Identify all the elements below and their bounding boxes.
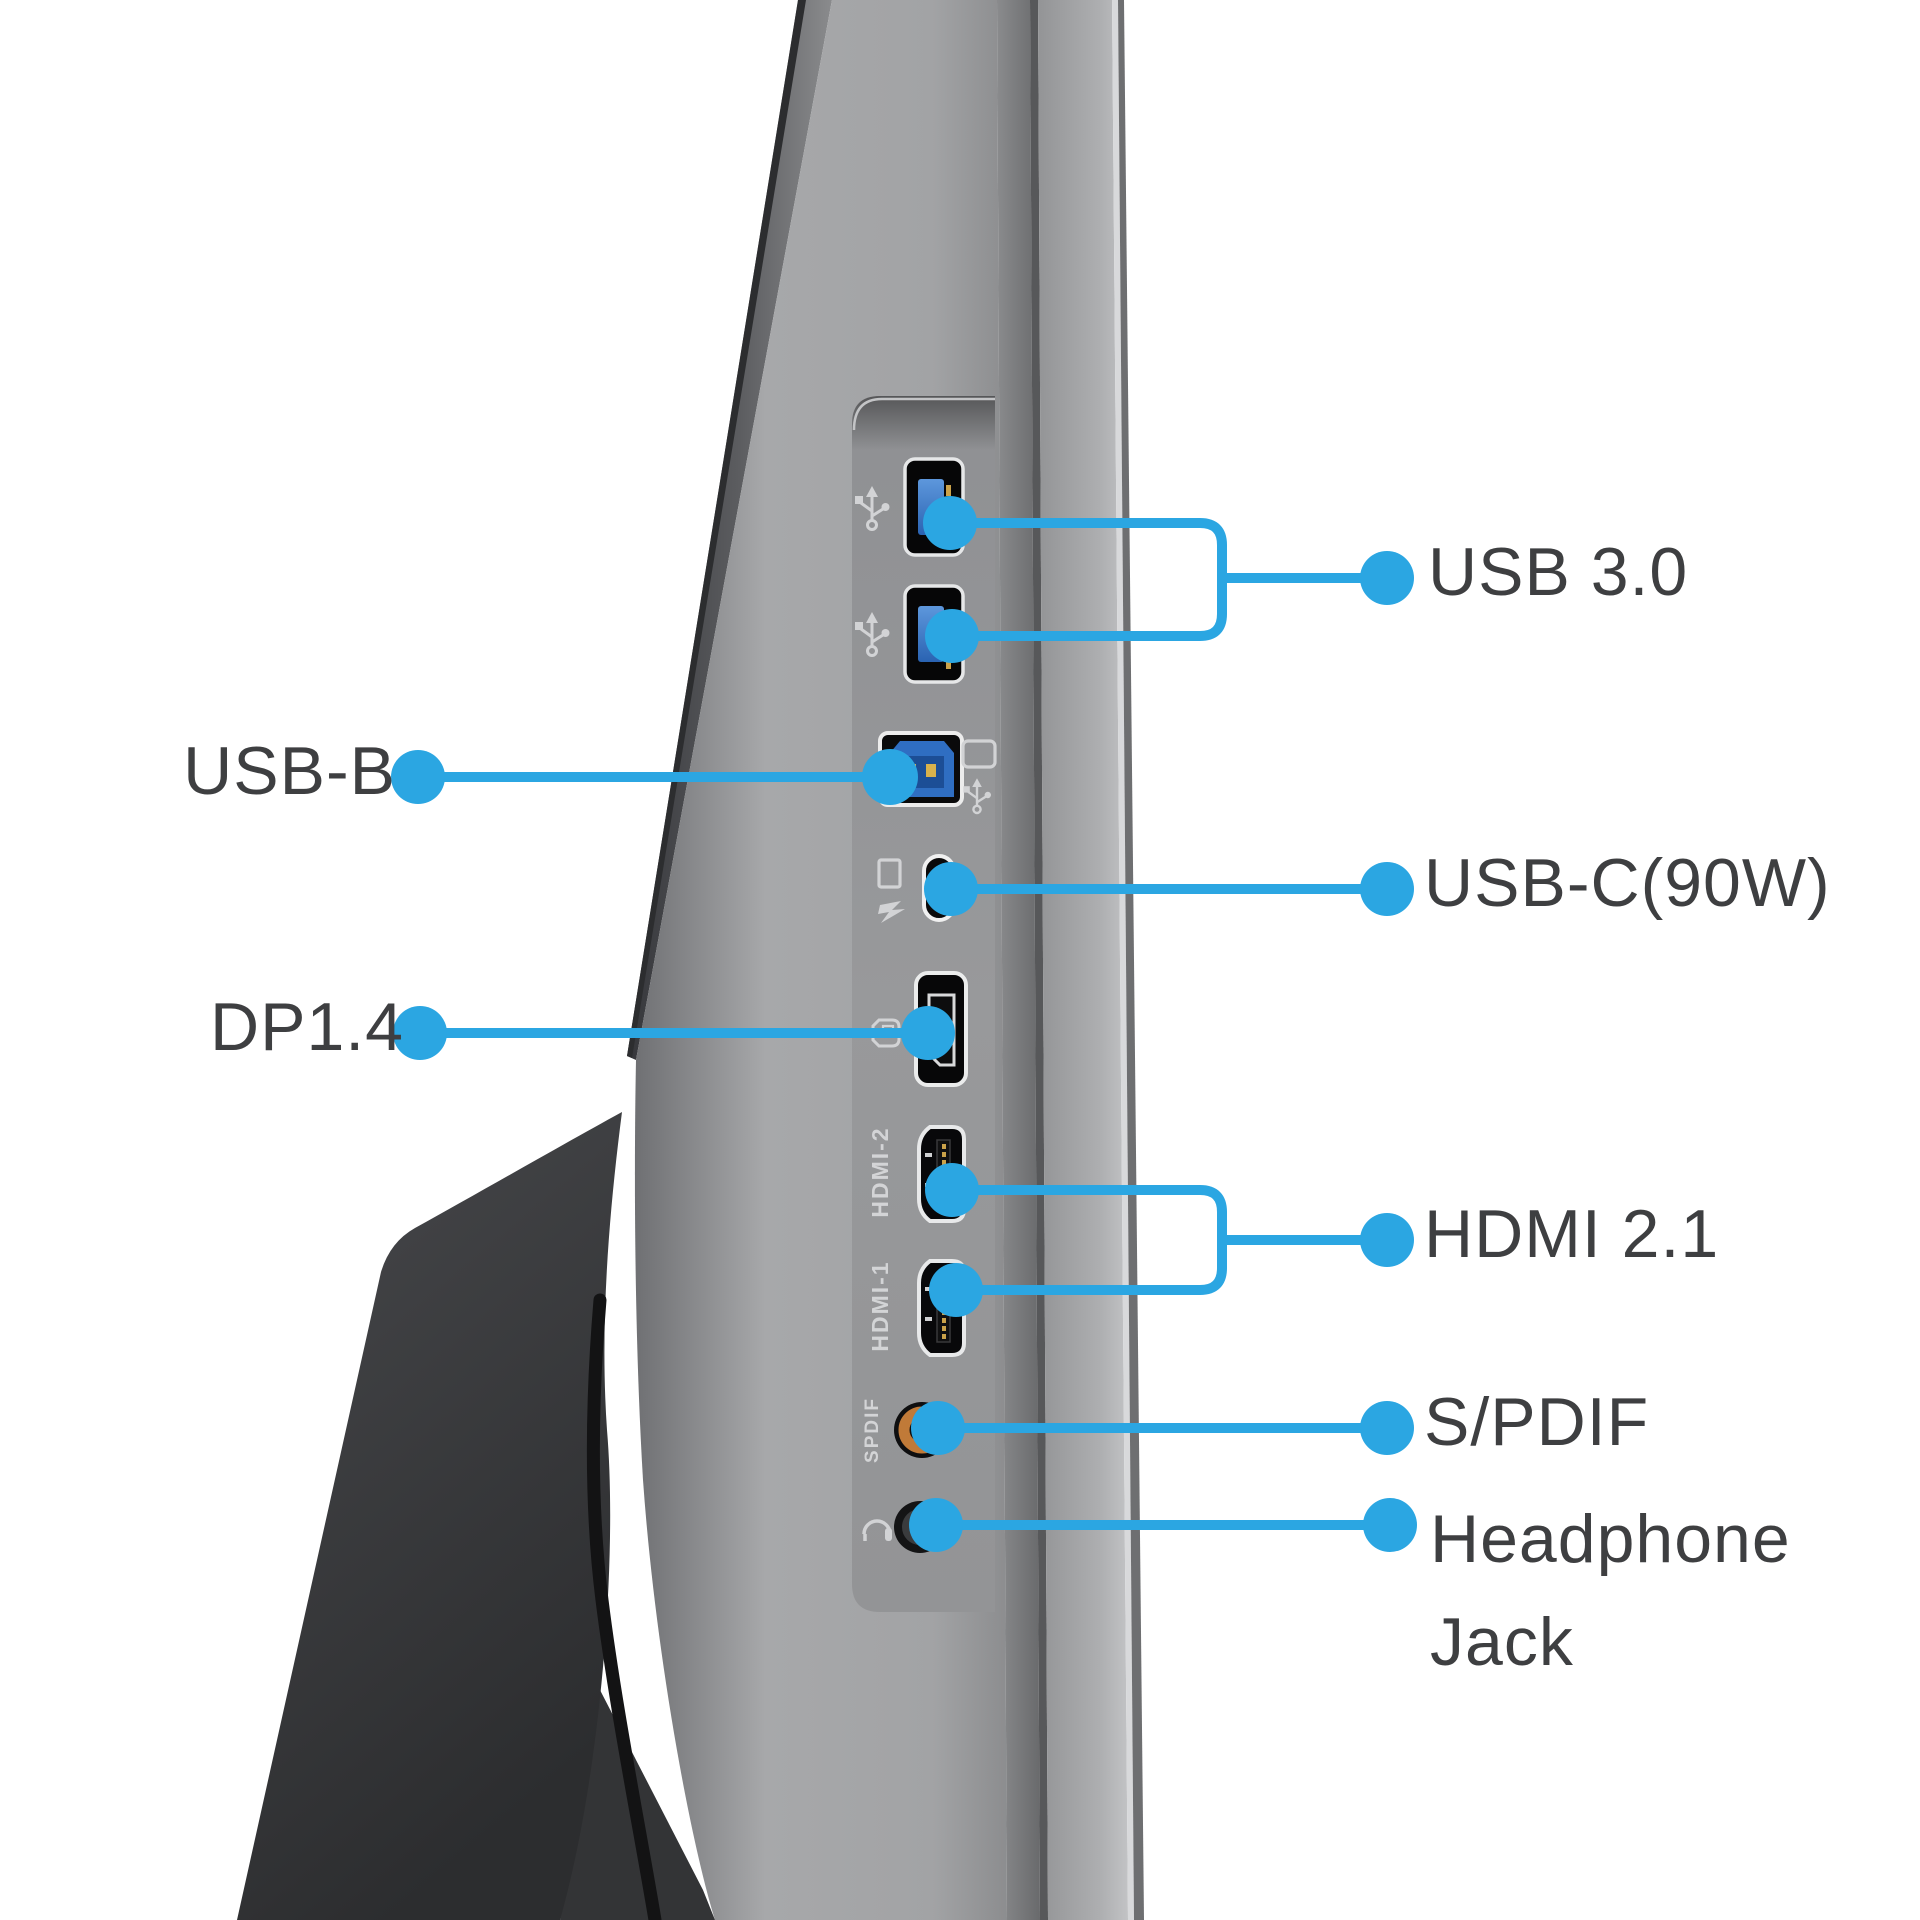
usb-b-label: USB-B (183, 733, 396, 809)
port-recess-edge-highlight (852, 397, 995, 431)
usb30-label: USB 3.0 (1428, 534, 1689, 610)
dp-label: DP1.4 (210, 989, 404, 1065)
headphone-label-line2: Jack (1430, 1604, 1574, 1680)
spdif-label: S/PDIF (1424, 1384, 1650, 1460)
hdmi-2-marking: HDMI-2 (867, 1126, 893, 1218)
monitor-side-profile (627, 0, 1144, 1920)
monitor-front-strip (1038, 0, 1128, 1920)
headphone-label-line1: Headphone (1430, 1501, 1791, 1577)
monitor-screen-edge (1118, 0, 1144, 1920)
stand-handle-groove (586, 1293, 662, 1920)
hdmi-1-marking: HDMI-1 (867, 1260, 893, 1352)
hdmi-label: HDMI 2.1 (1424, 1196, 1720, 1272)
monitor-front-highlight (1112, 0, 1134, 1920)
leader-lines (418, 518, 1390, 1530)
headphone-icon (862, 1519, 892, 1541)
square-icon (877, 858, 902, 889)
monitor-stand (237, 1112, 662, 1920)
lightning-icon (878, 901, 905, 923)
usb-c-label: USB-C(90W) (1424, 845, 1831, 921)
monitor-back-edge-line (627, 0, 806, 1058)
monitor-corner-band (997, 0, 1040, 1920)
display-icon (961, 739, 997, 769)
monitor-back-wedge (627, 0, 832, 1060)
spdif-marking: SPDIF (862, 1397, 883, 1463)
leader-dots (391, 496, 1417, 1552)
port-recess-top-shadow (852, 396, 995, 450)
monitor-groove (1030, 0, 1048, 1920)
